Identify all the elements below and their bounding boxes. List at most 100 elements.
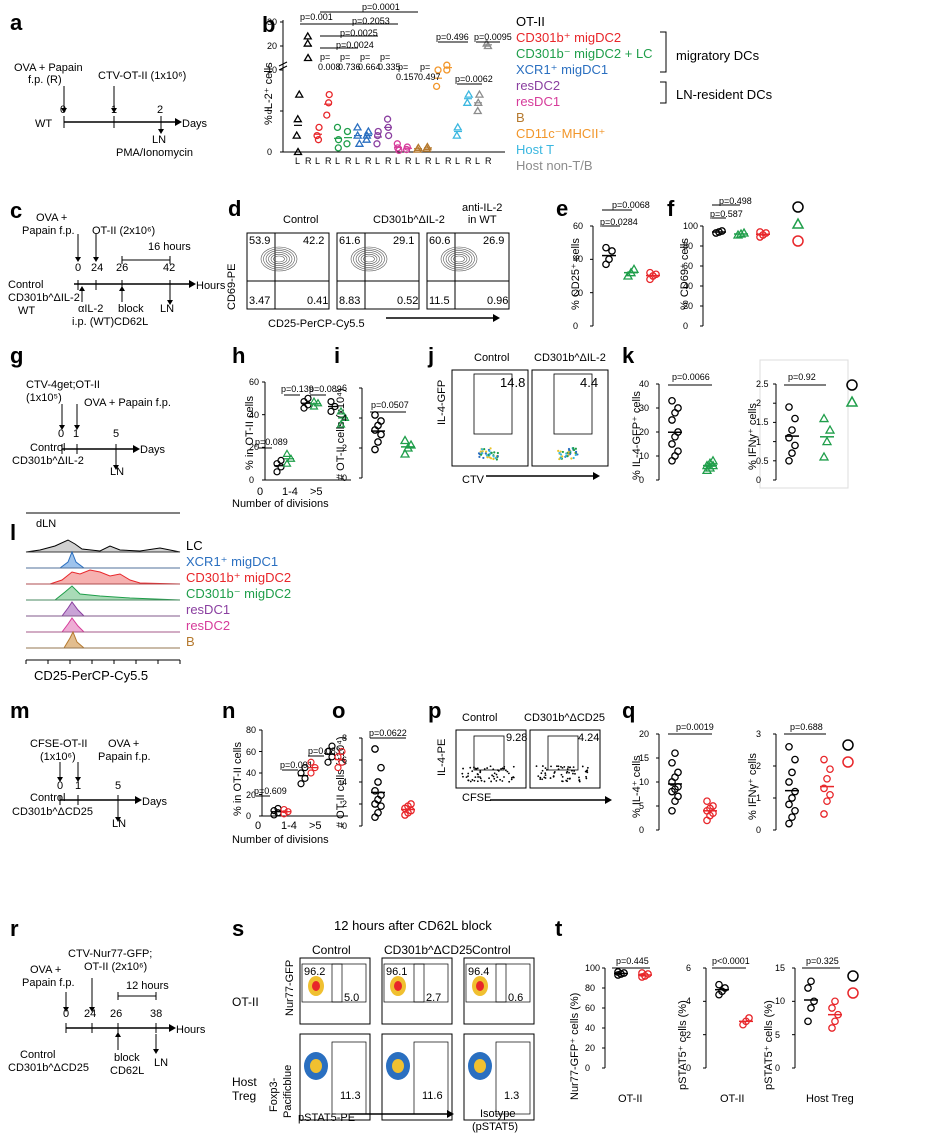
q-ifng-point bbox=[792, 756, 798, 762]
j-event bbox=[483, 448, 485, 450]
m-arrow-ln-head bbox=[115, 817, 121, 822]
b-pval-low: p= bbox=[320, 52, 330, 62]
s-val-top-l: 96.4 bbox=[468, 966, 489, 978]
p-event bbox=[558, 768, 560, 770]
b-xtick-R: R bbox=[325, 156, 332, 166]
b-point-L bbox=[434, 83, 440, 89]
j-event bbox=[573, 457, 575, 459]
t-pstat5-treg-ytick-label: 0 bbox=[775, 1063, 780, 1073]
q-legend-marker-1 bbox=[843, 740, 853, 750]
e-ytick-label: 20 bbox=[573, 288, 583, 298]
j-event bbox=[485, 452, 487, 454]
b-pval-8: p=0.0062 bbox=[455, 74, 493, 84]
p-event bbox=[569, 778, 571, 780]
s-gate-bottom bbox=[414, 1042, 448, 1114]
b-xtick-L: L bbox=[315, 156, 320, 166]
p-event bbox=[471, 770, 473, 772]
q-il4-point bbox=[669, 760, 675, 766]
b-xtick-R: R bbox=[305, 156, 312, 166]
b-pval-low: p= bbox=[420, 62, 430, 72]
i-ytick-label: 4 bbox=[342, 413, 347, 423]
j-event bbox=[488, 450, 490, 452]
p-event bbox=[569, 766, 571, 768]
p-event bbox=[556, 765, 558, 767]
a-timeline-head bbox=[175, 118, 182, 126]
q-ifng-point bbox=[792, 788, 798, 794]
p-event bbox=[499, 779, 501, 781]
j-event bbox=[575, 448, 577, 450]
d-quad-ul: 60.6 bbox=[429, 235, 450, 247]
b-bracket-migratory bbox=[660, 32, 666, 72]
d-x-arrow-head bbox=[493, 314, 500, 322]
p-event bbox=[579, 781, 581, 783]
j-event bbox=[572, 447, 574, 449]
c-arrow-0-head bbox=[75, 257, 81, 262]
j-event bbox=[497, 452, 499, 454]
j-event bbox=[560, 453, 562, 455]
r-arrow-ln-head bbox=[153, 1049, 159, 1054]
q-il4-ytick-label: 0 bbox=[639, 825, 644, 835]
j-event bbox=[567, 453, 569, 455]
p-event bbox=[579, 779, 581, 781]
j-event bbox=[557, 450, 559, 452]
p-event bbox=[470, 781, 472, 783]
p-event bbox=[466, 776, 468, 778]
h-ytick-label: 0 bbox=[249, 475, 254, 485]
b-point-L bbox=[316, 124, 322, 130]
b-pval-2: p=0.0001 bbox=[362, 2, 400, 12]
a-arrow-1-head bbox=[111, 108, 117, 113]
b-point-L bbox=[356, 140, 363, 146]
p-event bbox=[562, 776, 564, 778]
r-timeline-head bbox=[169, 1024, 176, 1032]
b-xtick-L: L bbox=[375, 156, 380, 166]
g-timeline-head bbox=[133, 445, 140, 453]
d-quad-ul: 61.6 bbox=[339, 235, 360, 247]
h-point bbox=[284, 450, 291, 456]
k-il4-point bbox=[675, 405, 681, 411]
p-event bbox=[486, 767, 488, 769]
k-ifng-point bbox=[823, 438, 831, 445]
p-event bbox=[550, 777, 552, 779]
b-legend-item: Host non-T/B bbox=[516, 158, 593, 174]
b-point-L bbox=[334, 124, 340, 130]
b-legend-item: resDC1 bbox=[516, 94, 560, 110]
t-pstat5-otii-ytick-label: 0 bbox=[686, 1063, 691, 1073]
h-ytick-label: 60 bbox=[249, 377, 259, 387]
b-point-R bbox=[385, 116, 391, 122]
p-event bbox=[566, 780, 568, 782]
d-quad-lr: 0.52 bbox=[397, 295, 418, 307]
p-event bbox=[545, 767, 547, 769]
l-track-label: LC bbox=[186, 538, 203, 554]
p-event bbox=[488, 777, 490, 779]
d-quad-lr: 0.96 bbox=[487, 295, 508, 307]
b-point-L bbox=[336, 137, 342, 143]
j-event bbox=[486, 456, 488, 458]
b-legend-item: CD301b⁻ migDC2 + LC bbox=[516, 46, 653, 62]
g-arrow-0-head bbox=[59, 425, 65, 430]
b-ytick-label: 20 bbox=[267, 41, 277, 51]
b-point-L bbox=[453, 132, 460, 138]
p-event bbox=[573, 770, 575, 772]
q-ifng-point bbox=[789, 769, 795, 775]
k-ifng-point bbox=[786, 458, 792, 464]
l-histogram-1 bbox=[26, 552, 180, 568]
j-event bbox=[492, 455, 494, 457]
s-density-b-core bbox=[474, 1059, 486, 1073]
p-event bbox=[491, 774, 493, 776]
h-point bbox=[278, 457, 284, 463]
p-event bbox=[586, 769, 588, 771]
s-density-core bbox=[476, 981, 484, 991]
j-event bbox=[489, 447, 491, 449]
q-ifng-ytick-label: 2 bbox=[756, 761, 761, 771]
p-event bbox=[472, 779, 474, 781]
k-il4-point bbox=[669, 417, 675, 423]
t-nur77-ytick-label: 80 bbox=[585, 983, 595, 993]
j-event bbox=[560, 457, 562, 459]
q-ifng-point bbox=[821, 756, 827, 762]
b-point-L bbox=[354, 124, 361, 130]
p-event bbox=[550, 765, 552, 767]
k-il4-point bbox=[675, 448, 681, 454]
c-arrow-ln-head bbox=[167, 300, 173, 305]
p-event bbox=[495, 780, 497, 782]
s-density-b-core bbox=[392, 1059, 404, 1073]
